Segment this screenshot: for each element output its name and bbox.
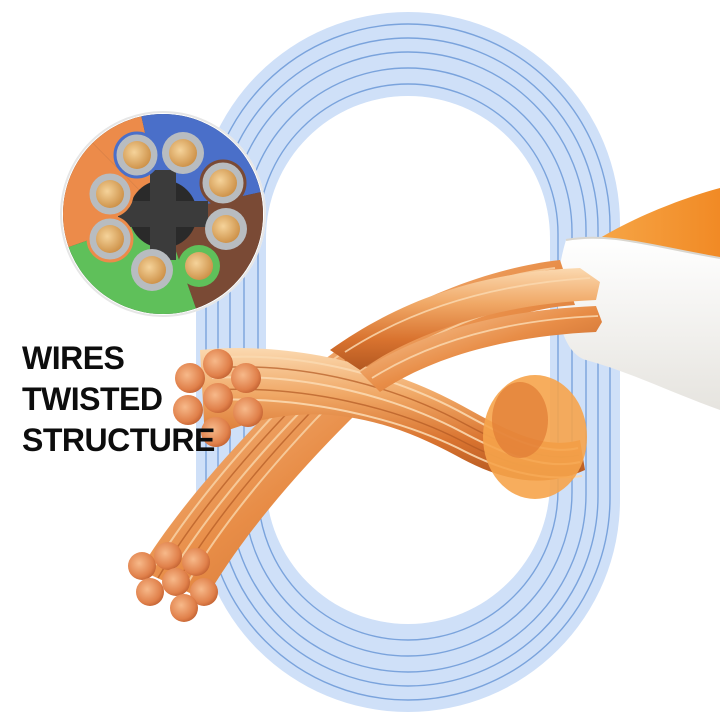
caption-line-2: TWISTED (22, 381, 163, 417)
feature-caption: WIRES TWISTED STRUCTURE (22, 338, 215, 461)
caption-line-1: WIRES (22, 340, 125, 376)
caption-line-3: STRUCTURE (22, 422, 215, 458)
wire-end-bottom (128, 542, 218, 622)
wire-end-left (173, 349, 263, 447)
wire-strand-group (86, 131, 247, 291)
twisted-copper-wire-icon (128, 260, 602, 622)
